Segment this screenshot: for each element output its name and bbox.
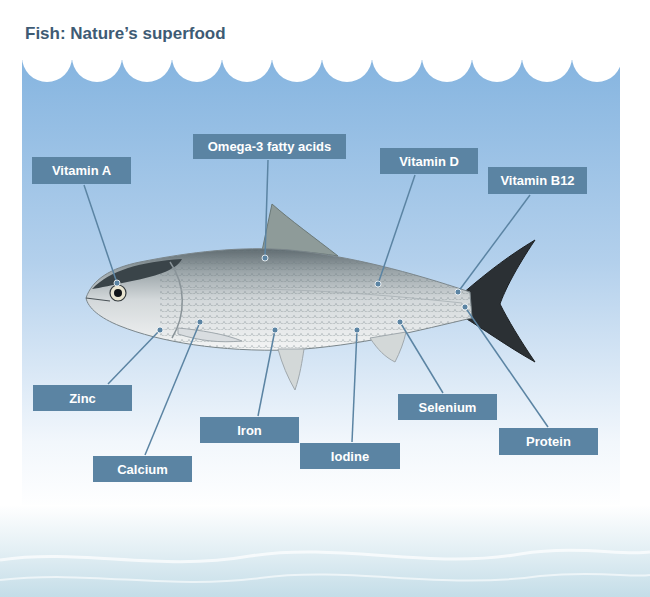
fish (86, 204, 535, 390)
leader-dot (397, 319, 403, 325)
nutrient-label: Protein (526, 434, 571, 449)
water-ripple (0, 574, 650, 582)
leader-line (108, 330, 160, 384)
pupil (114, 289, 122, 297)
leader-line (352, 330, 357, 442)
leader-line (458, 195, 530, 292)
nutrient-label-box: Vitamin B12 (488, 167, 587, 194)
nutrient-label: Vitamin A (52, 163, 111, 178)
nutrient-label-box: Iodine (300, 443, 400, 469)
leader-dot (197, 319, 203, 325)
nutrient-label: Iodine (331, 449, 369, 464)
leader-line (378, 175, 415, 284)
leader-lines (84, 160, 548, 455)
nutrient-label-box: Vitamin A (32, 157, 131, 184)
leader-line (265, 160, 268, 258)
leader-dot (157, 327, 163, 333)
water-band (0, 505, 650, 597)
leader-line (400, 322, 443, 393)
fish-scales (160, 240, 480, 355)
leader-line (258, 330, 275, 416)
nutrient-label-box: Protein (499, 428, 598, 455)
sky-panel (22, 60, 620, 510)
fish-head-top (92, 259, 182, 289)
diagram-title: Fish: Nature’s superfood (25, 24, 226, 44)
nutrient-label: Selenium (419, 400, 477, 415)
nutrient-label-box: Omega-3 fatty acids (193, 134, 346, 159)
nutrient-label-box: Iron (200, 417, 299, 443)
nutrient-label-box: Calcium (93, 456, 192, 482)
eye (110, 285, 126, 301)
leader-line (145, 322, 200, 455)
nutrient-label: Vitamin D (399, 154, 459, 169)
nutrient-label-box: Selenium (398, 394, 497, 420)
leader-line (84, 185, 117, 283)
nutrient-label-box: Zinc (33, 385, 132, 411)
nutrient-label: Omega-3 fatty acids (208, 139, 332, 154)
anal-fin (370, 332, 406, 362)
gill-cover (170, 262, 182, 338)
leader-dot (462, 304, 468, 310)
pectoral-fin (178, 328, 242, 342)
nutrient-label: Zinc (69, 391, 96, 406)
lateral-line (180, 289, 462, 303)
mouth (86, 298, 110, 301)
nutrient-label: Iron (237, 423, 262, 438)
nutrient-label: Calcium (117, 462, 168, 477)
leader-dot (455, 289, 461, 295)
leader-dot (114, 280, 120, 286)
water-ripple (0, 550, 650, 561)
tail-fin (462, 240, 535, 362)
leader-dot (272, 327, 278, 333)
dorsal-fin (262, 204, 338, 256)
leader-dot (354, 327, 360, 333)
nutrient-label: Vitamin B12 (500, 173, 574, 188)
leader-dots (114, 255, 468, 333)
nutrient-label-box: Vitamin D (380, 148, 478, 174)
pelvic-fin (278, 349, 304, 390)
leader-dot (375, 281, 381, 287)
leader-dot (262, 255, 268, 261)
